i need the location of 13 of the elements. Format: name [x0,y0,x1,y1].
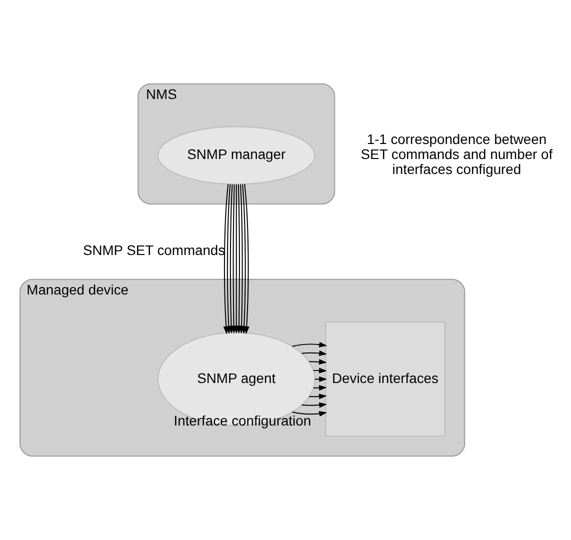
arrow [312,368,327,374]
label: 1-1 correspondence between SET commands and number of interfaces configured [360,131,553,177]
arrow [301,402,328,408]
arrow [292,410,328,416]
arrow [308,359,327,365]
arrow [292,342,328,348]
arrow [312,385,327,391]
node-box: Device interfaces [325,322,446,437]
edge-label: Interface configuration [174,412,312,428]
arrow [301,350,328,356]
arrow [244,184,250,334]
arrow [308,394,327,400]
node-ellipse: SNMP manager [157,126,316,185]
